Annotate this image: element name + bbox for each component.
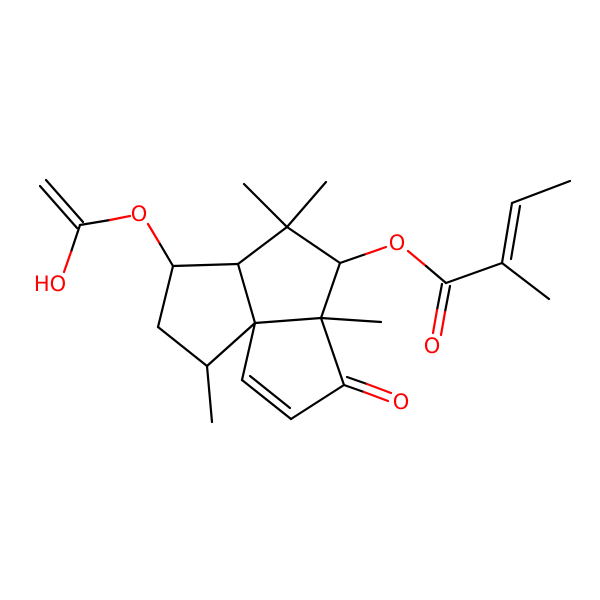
bond-c9-methyl xyxy=(319,316,383,324)
bond-alkene-b xyxy=(509,204,522,261)
bond-cester-calkene xyxy=(444,261,504,285)
bond-vinyl-double-a xyxy=(38,184,79,230)
bond-c11-c12 xyxy=(289,383,346,421)
bond-ester-co-b xyxy=(443,284,452,314)
bond-ketone-a xyxy=(342,383,366,394)
bond-o-c1-red xyxy=(146,222,162,246)
bond-c8-o xyxy=(338,252,368,265)
bond-c4-methyl xyxy=(205,364,214,424)
bond-cgem-c8 xyxy=(285,225,342,265)
bond-enol-c-oh-red xyxy=(62,250,73,274)
bond-vinyl-double-b xyxy=(44,178,85,224)
bond-c10-c11-single xyxy=(240,378,293,421)
bond-c1-c5 xyxy=(156,264,175,329)
atom-labels: HO O O O O xyxy=(34,202,440,414)
bond-c5-c4 xyxy=(156,325,209,368)
bond-alkene-methyl xyxy=(500,261,551,301)
bond-enol-c-oh xyxy=(69,223,82,254)
bond-c4-c3 xyxy=(205,321,257,368)
bond-alkene-terminal xyxy=(510,179,572,205)
bond-ester-co-b-red xyxy=(439,310,447,337)
bond-cgem-methyl-right xyxy=(285,180,328,229)
bond-c10-c11-double xyxy=(248,374,292,410)
atom-label-ester-oxygen-right: O xyxy=(389,231,406,255)
bond-cgem-methyl-left xyxy=(242,182,289,229)
bond-enol-c-o-red xyxy=(108,214,132,222)
atom-label-carbonyl-oxygen: O xyxy=(424,334,441,358)
bond-c3-c10 xyxy=(240,321,257,382)
bond-c8-o-red xyxy=(364,245,388,256)
bond-ketone-a-red xyxy=(362,390,390,403)
atom-label-hydroxyl: HO xyxy=(34,272,66,296)
bond-c3-c2 xyxy=(236,262,257,325)
bond-c8-c9 xyxy=(319,261,342,320)
bond-ketone-b xyxy=(345,375,369,386)
bond-alkene-a xyxy=(500,201,514,265)
bond-o-c1 xyxy=(158,242,175,268)
bond-ester-co-a xyxy=(435,282,444,312)
bond-c12-c9 xyxy=(319,316,346,387)
bond-c9-c3 xyxy=(253,316,323,325)
bond-o-cester-red xyxy=(406,249,428,268)
bond-ester-co-a-red xyxy=(431,308,439,335)
atom-label-ketone-oxygen: O xyxy=(393,390,410,414)
bond-c1-c2 xyxy=(171,262,240,268)
atom-label-ester-oxygen-left: O xyxy=(131,202,148,226)
bonds xyxy=(38,178,572,424)
bond-o-cester xyxy=(424,264,448,285)
bond-enol-c-o xyxy=(78,218,112,227)
bond-c2-cgem xyxy=(236,225,289,266)
bond-ketone-b-red xyxy=(365,382,393,395)
